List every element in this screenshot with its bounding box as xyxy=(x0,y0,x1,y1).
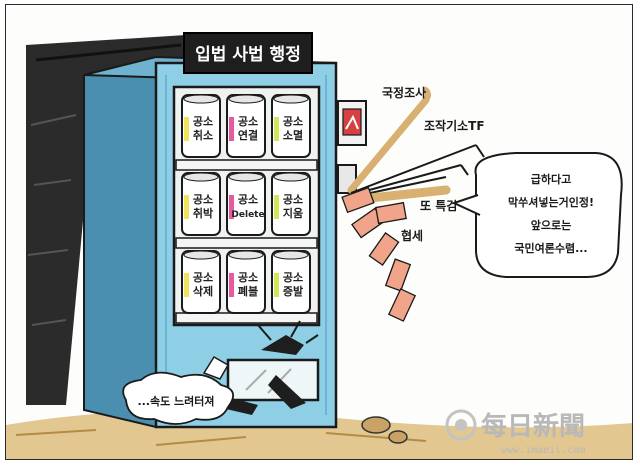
can-label: 공소 xyxy=(283,271,303,284)
logo-emblem-icon xyxy=(445,409,477,441)
sound-effect-cloud: ...속도 느려터져 xyxy=(122,371,235,425)
money-bill xyxy=(341,186,375,214)
can-label: 삭제 xyxy=(193,284,213,298)
shelf xyxy=(175,312,318,324)
can-label: 연결 xyxy=(238,128,258,142)
can: 공소 Delete xyxy=(226,172,266,236)
sound-text: ...속도 느려터져 xyxy=(137,394,214,408)
can-label: 지움 xyxy=(283,206,303,220)
label-teukgeom: 또 특검 xyxy=(420,198,457,213)
machine-sign: 입법 사법 행정 xyxy=(183,32,313,74)
can-label: Delete xyxy=(231,210,264,220)
sign-title: 입법 사법 행정 xyxy=(195,45,301,65)
speech-bubble: 급하다고 막쑤셔넣는거인정! 앞으로는 국민여론수렴... xyxy=(451,152,623,278)
speech-line-1: 급하다고 xyxy=(531,172,571,186)
can-label: 공소 xyxy=(193,115,213,128)
speech-line-4: 국민여론수렴... xyxy=(514,241,587,255)
can-label: 공소 xyxy=(283,193,303,206)
rock xyxy=(361,416,391,434)
can-label: 공소 xyxy=(193,193,213,206)
can-label: 폐블 xyxy=(238,284,258,298)
can-label: 소멸 xyxy=(283,128,303,142)
shoe-print xyxy=(268,375,306,409)
can-label: 취박 xyxy=(193,206,213,220)
machine-side xyxy=(83,55,157,429)
can-label: 공소 xyxy=(238,115,258,128)
kicking-foot xyxy=(202,320,319,415)
money-bill xyxy=(375,201,407,225)
background-shadow xyxy=(26,35,186,405)
money-bills xyxy=(341,186,417,322)
can-label: 공소 xyxy=(238,271,258,284)
money-bill xyxy=(368,232,400,266)
can-label: 증발 xyxy=(283,284,303,298)
coin-slot-light xyxy=(342,108,362,136)
speech-line-3: 앞으로는 xyxy=(531,219,571,232)
can-label: 공소 xyxy=(283,115,303,128)
money-bill xyxy=(387,288,417,322)
rock xyxy=(388,430,408,444)
jammed-objects xyxy=(346,86,485,205)
logo-url: www.imaeil.com xyxy=(501,445,585,456)
label-gukjeong: 국정조사 xyxy=(382,85,426,100)
can-label: 취소 xyxy=(193,128,213,142)
label-hyeonse: 협세 xyxy=(401,228,423,243)
money-bill xyxy=(384,258,412,292)
cartoon-canvas: 입법 사법 행정 공소취소공소연결공소소멸공소취박공소Delete공소지움공소삭… xyxy=(6,32,632,459)
shelf xyxy=(175,237,318,249)
can-label: 공소 xyxy=(238,193,258,206)
label-jojik: 조작기소TF xyxy=(424,118,485,133)
newspaper-logo: 每日新聞 www.imaeil.com xyxy=(445,409,585,456)
logo-name: 每日新聞 xyxy=(481,411,585,442)
can-label: 공소 xyxy=(193,271,213,284)
speech-line-2: 막쑤셔넣는거인정! xyxy=(508,195,594,209)
shelf xyxy=(175,159,318,171)
